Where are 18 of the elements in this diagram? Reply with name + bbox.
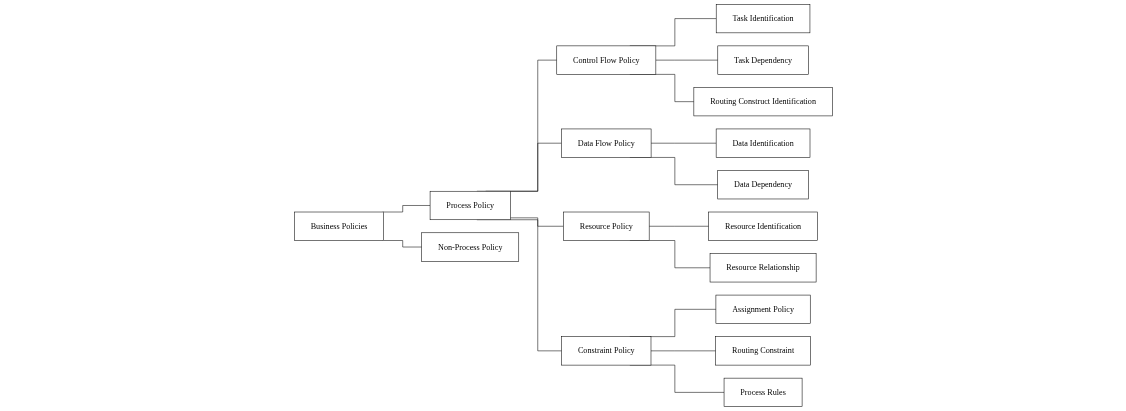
node-box: Routing Construct Identification [693,87,833,117]
node-box: Process Rules [723,377,803,407]
node-box: Resource Identification [708,211,818,241]
node-box: Resource Relationship [709,253,817,283]
node-box: Task Identification [715,4,810,34]
connector [509,217,564,227]
node-box: Non-Process Policy [421,232,519,262]
node-box: Data Flow Policy [560,128,652,158]
node-box: Data Dependency [717,170,809,200]
node-box: Control Flow Policy [556,45,656,75]
node-box: Process Policy [429,190,511,220]
node-box: Resource Policy [562,211,650,241]
node-box: Business Policies [293,211,384,241]
node-box: Constraint Policy [561,336,651,366]
node-box: Routing Constraint [715,336,811,366]
node-box: Data Identification [715,128,810,158]
node-box: Assignment Policy [715,294,811,324]
node-box: Task Dependency [717,45,809,75]
